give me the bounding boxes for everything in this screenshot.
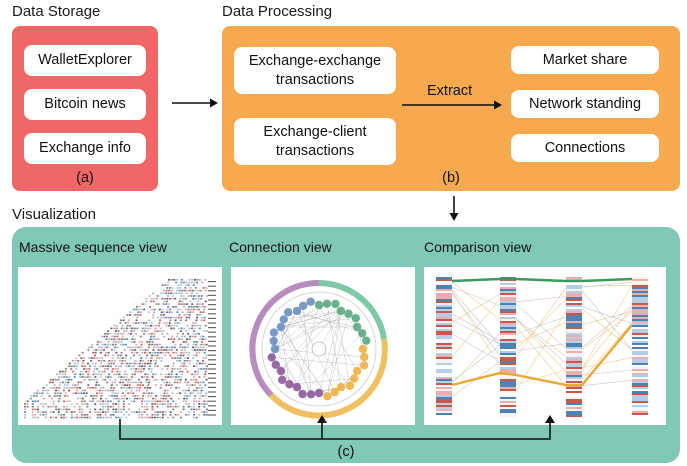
view-title-massive-sequence: Massive sequence view — [19, 239, 167, 255]
visualization-title: Visualization — [12, 206, 96, 223]
input-exchange-client: Exchange-client transactions — [234, 118, 396, 165]
output-market-share: Market share — [511, 46, 659, 74]
view-title-comparison: Comparison view — [424, 239, 532, 255]
arrow-storage-to-processing — [172, 98, 218, 108]
data-storage-title: Data Storage — [12, 3, 101, 20]
arrow-processing-to-visualization — [449, 196, 459, 221]
data-storage-panel: WalletExplorer Bitcoin news Exchange inf… — [12, 26, 158, 191]
data-processing-title: Data Processing — [222, 3, 333, 20]
comparison-view-image — [424, 267, 666, 425]
output-network-standing: Network standing — [511, 90, 659, 118]
connection-view-image — [231, 267, 415, 425]
storage-item-exchange-info: Exchange info — [24, 133, 146, 164]
output-connections: Connections — [511, 134, 659, 162]
views-connector — [119, 415, 555, 440]
view-title-connection: Connection view — [229, 239, 332, 255]
input-exchange-exchange: Exchange-exchange transactions — [234, 47, 396, 94]
processing-label: (b) — [442, 170, 460, 186]
extract-arrow — [402, 100, 502, 110]
visualization-label: (c) — [337, 444, 355, 460]
storage-label: (a) — [76, 170, 94, 186]
storage-item-bitcoin-news: Bitcoin news — [24, 89, 146, 120]
massive-sequence-view-image — [18, 267, 222, 425]
extract-label: Extract — [427, 83, 473, 99]
data-processing-panel: Exchange-exchange transactions Exchange-… — [222, 26, 680, 191]
visualization-panel: Massive sequence view Connection view Co… — [12, 227, 680, 463]
storage-item-walletexplorer: WalletExplorer — [24, 45, 146, 76]
